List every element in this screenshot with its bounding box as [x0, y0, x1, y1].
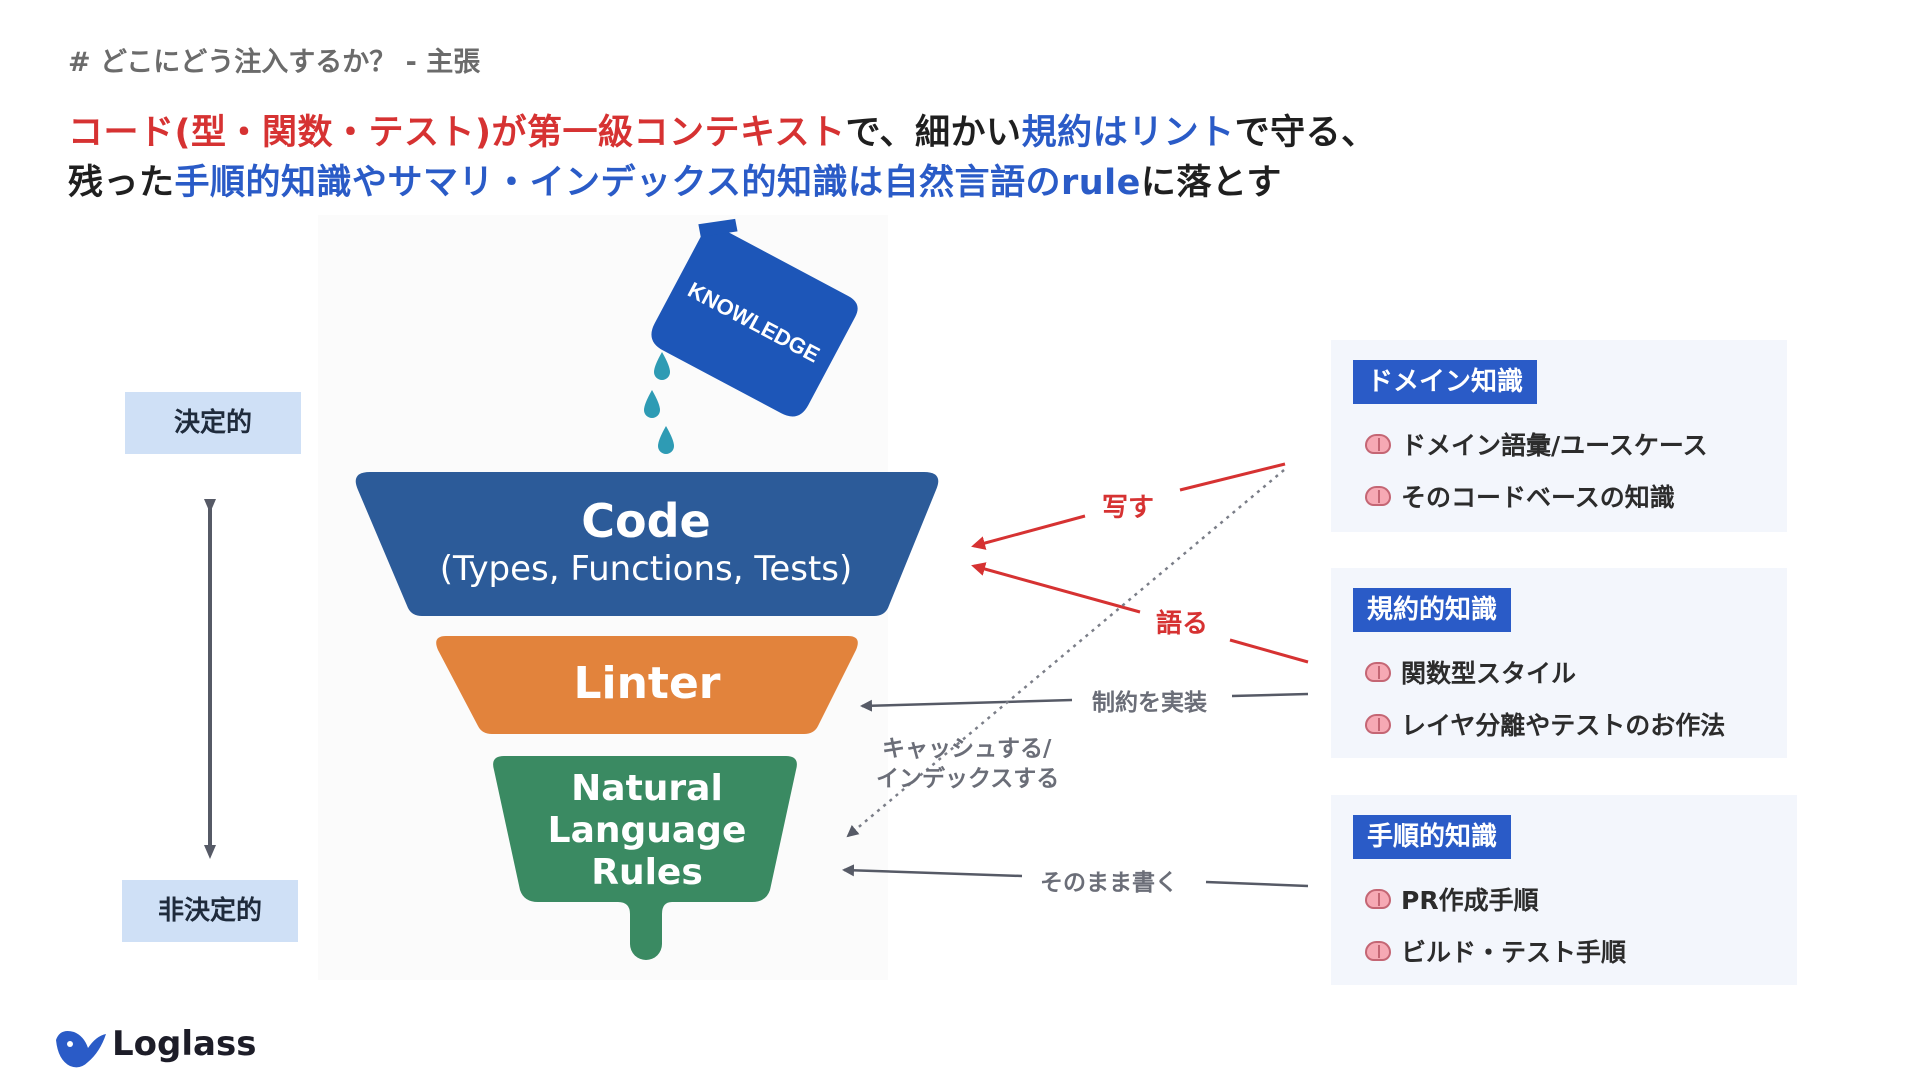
kataru-arrow — [971, 562, 1141, 614]
natural-language-layer — [493, 756, 797, 960]
list-item: レイヤ分離やテストのお作法 — [1365, 706, 1725, 742]
brain-icon — [1365, 714, 1391, 734]
water-drop — [644, 390, 660, 418]
headline-segment: コード(型・関数・テスト)が第一級コンテキスト — [68, 113, 846, 153]
panel-title: ドメイン知識 — [1353, 360, 1538, 404]
convention-knowledge-panel: 規約的知識 関数型スタイル レイヤ分離やテストのお作法 — [1331, 568, 1787, 758]
cache-label-line-1: キャッシュする/ — [882, 736, 1052, 762]
utsusu-label: 写す — [1102, 493, 1154, 523]
list-item-label: 関数型スタイル — [1401, 659, 1577, 688]
sonomama-arrow-tail — [1205, 880, 1309, 888]
code-layer-title: Code — [581, 494, 711, 548]
procedural-knowledge-panel: 手順的知識 PR作成手順 ビルド・テスト手順 — [1331, 795, 1797, 985]
list-item: PR作成手順 — [1365, 881, 1539, 917]
panel-title: 規約的知識 — [1353, 588, 1512, 632]
brain-icon — [1365, 889, 1391, 909]
list-item: ドメイン語彙/ユースケース — [1365, 426, 1708, 462]
headline-segment: で、細かい — [845, 113, 1022, 153]
section-tag: # どこにどう注入するか？ - 主張 — [68, 47, 481, 78]
list-item-label: ドメイン語彙/ユースケース — [1401, 431, 1708, 460]
list-item-label: PR作成手順 — [1401, 886, 1539, 915]
headline-line-2: 残った手順的知識やサマリ・インデックス的知識は自然言語のruleに落とす — [68, 154, 1282, 205]
brain-icon — [1365, 434, 1391, 454]
kataru-arrow-tail — [1229, 638, 1309, 664]
water-drop — [654, 352, 670, 380]
headline-segment: 規約はリント — [1021, 113, 1235, 153]
brain-icon — [1365, 486, 1391, 506]
utsusu-arrow — [971, 514, 1086, 550]
cache-label-line-2: インデックスする — [876, 765, 1059, 792]
list-item: 関数型スタイル — [1365, 654, 1576, 690]
list-item: ビルド・テスト手順 — [1365, 933, 1626, 969]
knowledge-bucket: KNOWLEDGE — [651, 218, 858, 417]
headline-segment: に落とす — [1140, 163, 1282, 203]
code-layer — [355, 472, 939, 616]
loglass-logo-text: Loglass — [112, 1024, 257, 1064]
seiyaku-label: 制約を実装 — [1092, 689, 1207, 716]
nondeterministic-label: 非決定的 — [122, 880, 298, 942]
sonomama-label: そのまま書く — [1040, 869, 1178, 896]
water-drop — [658, 426, 674, 454]
list-item-label: ビルド・テスト手順 — [1401, 938, 1627, 967]
loglass-logo-icon — [56, 1031, 106, 1068]
kataru-label: 語る — [1156, 608, 1208, 639]
nl-label-line-2: Language — [548, 810, 747, 851]
nl-label-line-3: Rules — [591, 852, 703, 893]
cache-arrow — [846, 469, 1285, 838]
headline-segment: 手順的知識やサマリ・インデックス的知識は自然言語のrule — [174, 163, 1141, 203]
seiyaku-arrow-tail — [1231, 692, 1309, 698]
brain-icon — [1365, 941, 1391, 961]
panel-title: 手順的知識 — [1353, 815, 1512, 859]
nl-label-line-1: Natural — [571, 768, 723, 809]
headline-segment: 残った — [68, 163, 175, 203]
headline-segment: で守る、 — [1234, 113, 1377, 153]
deterministic-label: 決定的 — [125, 392, 301, 454]
list-item-label: そのコードベースの知識 — [1401, 483, 1675, 512]
headline-line-1: コード(型・関数・テスト)が第一級コンテキストで、細かい規約はリントで守る、 — [68, 104, 1377, 155]
domain-knowledge-panel: ドメイン知識 ドメイン語彙/ユースケース そのコードベースの知識 — [1331, 340, 1787, 532]
code-layer-subtitle: (Types, Functions, Tests) — [440, 549, 853, 589]
list-item-label: レイヤ分離やテストのお作法 — [1401, 711, 1726, 740]
list-item: そのコードベースの知識 — [1365, 478, 1675, 514]
brain-icon — [1365, 662, 1391, 682]
linter-layer — [436, 636, 858, 734]
seiyaku-arrow — [860, 698, 1073, 712]
linter-layer-label: Linter — [573, 658, 720, 709]
sonomama-arrow — [842, 864, 1023, 878]
utsusu-arrow-tail — [1179, 462, 1286, 492]
